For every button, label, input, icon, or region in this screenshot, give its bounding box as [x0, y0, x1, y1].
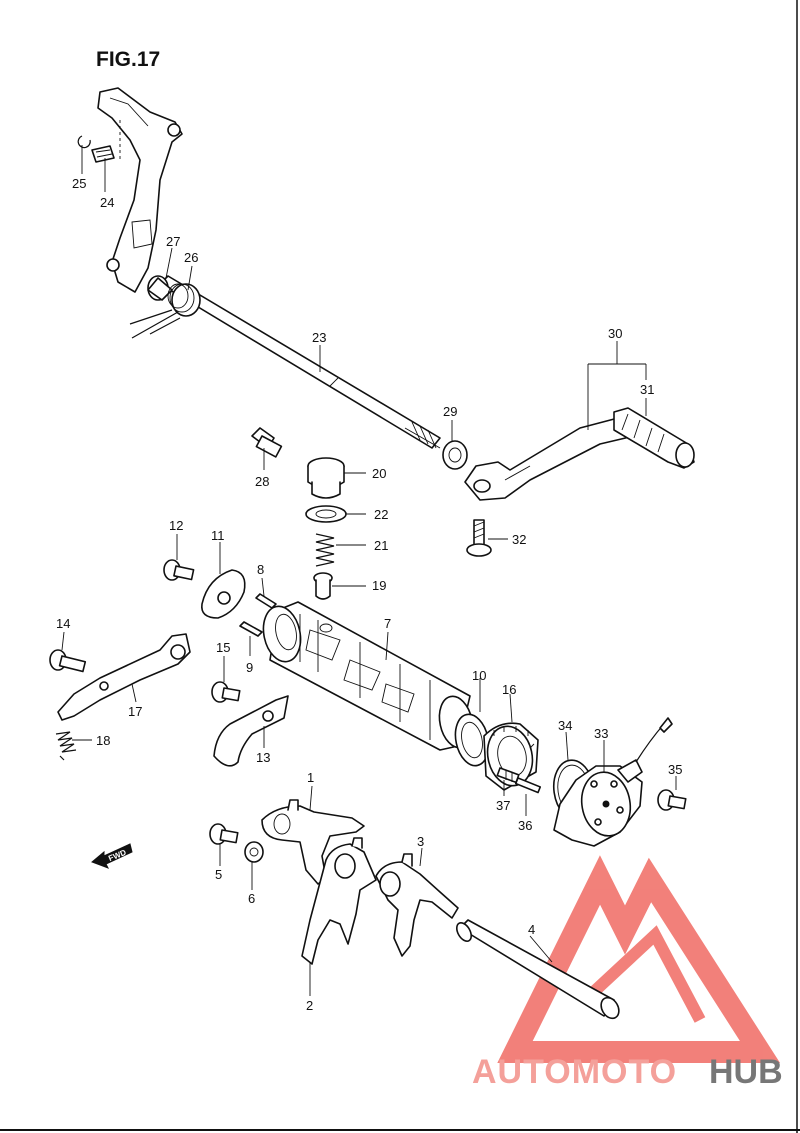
callout-32: 32 — [512, 532, 526, 547]
figure-title: FIG.17 — [96, 48, 160, 71]
callout-29: 29 — [443, 404, 457, 419]
shift-arm — [97, 87, 183, 293]
callout-36: 36 — [518, 818, 532, 833]
bolt-28 — [251, 427, 283, 458]
cam-stopper-plate-11 — [201, 569, 246, 619]
bolt-14 — [49, 649, 87, 673]
callout-11: 11 — [211, 528, 225, 543]
callout-1: 1 — [307, 770, 314, 785]
callout-23: 23 — [312, 330, 326, 345]
callout-12: 12 — [169, 518, 183, 533]
callout-22: 22 — [374, 507, 388, 522]
callout-30: 30 — [608, 326, 622, 341]
cam-stopper-13 — [213, 695, 289, 767]
callout-7: 7 — [384, 616, 391, 631]
gear-shift-fork-3 — [375, 853, 459, 957]
callout-9: 9 — [246, 660, 253, 675]
callout-6: 6 — [248, 891, 255, 906]
watermark-text-hub: HUB — [709, 1053, 783, 1091]
callout-31: 31 — [640, 382, 654, 397]
callout-27: 27 — [166, 234, 180, 249]
bolt-15 — [211, 681, 241, 703]
callout-37: 37 — [496, 798, 510, 813]
callout-8: 8 — [257, 562, 264, 577]
gear-position-switch-33 — [553, 717, 673, 847]
callout-24: 24 — [100, 195, 114, 210]
snap-pin-24 — [91, 145, 115, 163]
callout-26: 26 — [184, 250, 198, 265]
callout-2: 2 — [306, 998, 313, 1013]
oil-seal-29 — [442, 440, 468, 470]
watermark-text-automoto: AUTOMOTO — [472, 1053, 677, 1091]
leader-lines — [61, 247, 677, 996]
pin-36 — [514, 777, 542, 794]
callout-25: 25 — [72, 176, 86, 191]
bolt-12 — [163, 559, 195, 581]
gear-shift-fork-2 — [301, 837, 377, 965]
callout-4: 4 — [528, 922, 535, 937]
callout-5: 5 — [215, 867, 222, 882]
pin-9 — [239, 621, 263, 637]
watermark-logo — [497, 855, 781, 1063]
return-spring-26 — [129, 283, 201, 339]
plug-20 — [307, 457, 345, 499]
pin-8 — [255, 593, 277, 609]
gear-shift-arm-17 — [57, 633, 191, 721]
callout-15: 15 — [216, 640, 230, 655]
washer-6 — [244, 841, 264, 863]
callout-21: 21 — [374, 538, 388, 553]
callout-34: 34 — [558, 718, 572, 733]
callout-19: 19 — [372, 578, 386, 593]
circlip-25 — [77, 135, 91, 149]
callout-17: 17 — [128, 704, 142, 719]
callout-3: 3 — [417, 834, 424, 849]
spring-18 — [55, 731, 77, 761]
stopper-19 — [313, 572, 333, 600]
callout-28: 28 — [255, 474, 269, 489]
callout-13: 13 — [256, 750, 270, 765]
gear-shift-fork-1 — [261, 799, 365, 885]
spacer-27 — [147, 275, 173, 301]
callout-14: 14 — [56, 616, 70, 631]
callout-33: 33 — [594, 726, 608, 741]
callout-35: 35 — [668, 762, 682, 777]
callout-18: 18 — [96, 733, 110, 748]
callout-16: 16 — [502, 682, 516, 697]
shift-rubber-31 — [613, 407, 695, 469]
bolt-35 — [657, 789, 687, 811]
gasket-22 — [305, 505, 347, 523]
bolt-5 — [209, 823, 239, 845]
bolt-32 — [466, 519, 492, 557]
fwd-arrow-icon — [91, 843, 133, 869]
spring-21 — [315, 533, 335, 567]
callout-20: 20 — [372, 466, 386, 481]
fork-shaft-4 — [455, 919, 620, 1020]
callout-10: 10 — [472, 668, 486, 683]
